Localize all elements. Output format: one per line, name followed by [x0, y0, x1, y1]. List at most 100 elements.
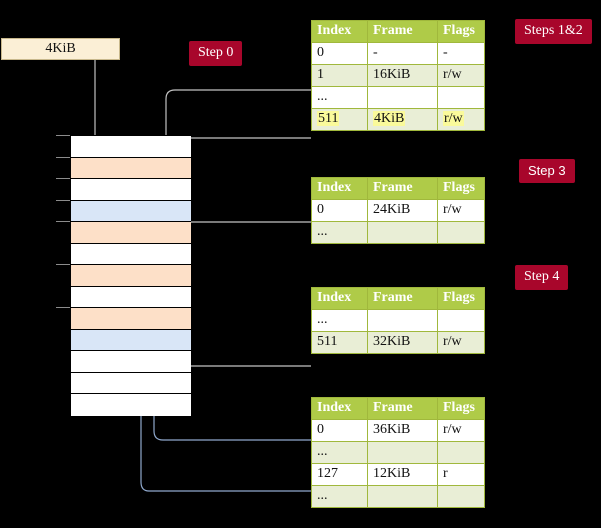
- cell-frame: 24KiB: [367, 199, 438, 222]
- cell-index: ...: [311, 441, 368, 464]
- cell-frame: [367, 309, 438, 332]
- cell-frame: 36KiB: [367, 419, 438, 442]
- badge-step-0: Step 0: [189, 41, 243, 66]
- table-row: ...: [311, 86, 485, 109]
- column-header-flags: Flags: [437, 177, 485, 200]
- memory-frame-row: [71, 157, 191, 180]
- column-header-flags: Flags: [437, 287, 485, 310]
- memory-frame-row: [71, 136, 191, 158]
- badge-step-4-label: Step 4: [524, 269, 560, 284]
- cell-flags: [437, 309, 485, 332]
- cell-flags: r/w: [437, 64, 485, 87]
- cell-frame: 32KiB: [367, 331, 438, 354]
- memory-row-tick: [56, 221, 70, 223]
- column-header-frame: Frame: [367, 397, 438, 420]
- memory-frame-row: [71, 286, 191, 309]
- badge-step-3: Step 3: [519, 159, 575, 183]
- table-row: 511 4KiB r/w: [311, 108, 485, 131]
- cell-flags: [437, 221, 485, 244]
- badge-step-0-label: Step 0: [198, 45, 234, 60]
- cell-flags: [437, 86, 485, 109]
- cell-frame: 12KiB: [367, 463, 438, 486]
- cell-index: ...: [311, 221, 368, 244]
- cell-frame: [367, 221, 438, 244]
- column-header-frame: Frame: [367, 20, 438, 43]
- highlighted-value: 4KiB: [373, 111, 406, 126]
- cell-flags: r/w: [437, 419, 485, 442]
- cell-index: ...: [311, 309, 368, 332]
- cell-frame: 16KiB: [367, 64, 438, 87]
- memory-frame-row: [71, 222, 191, 244]
- link-pd-entry-to-pt-frame: [172, 314, 311, 367]
- memory-frame-row: [71, 372, 191, 395]
- column-header-flags: Flags: [437, 20, 485, 43]
- column-header-flags: Flags: [437, 397, 485, 420]
- memory-frame-row: [71, 200, 191, 223]
- column-header-frame: Frame: [367, 177, 438, 200]
- cell-flags: r/w: [437, 199, 485, 222]
- cell-flags: r/w: [437, 108, 485, 131]
- table-row: ...: [311, 221, 485, 244]
- cell-index: 0: [311, 42, 368, 65]
- memory-frame-row: [71, 243, 191, 266]
- cell-flags: [437, 485, 485, 508]
- source-frame-box: 4KiB: [1, 38, 120, 60]
- column-header-index: Index: [311, 397, 368, 420]
- cell-index: 0: [311, 199, 368, 222]
- table-row: ...: [311, 441, 485, 464]
- link-pdpt-entry-to-pd-frame: [175, 221, 311, 262]
- table-row: ...: [311, 485, 485, 508]
- cell-index: ...: [311, 86, 368, 109]
- badge-step-3-label: Step 3: [528, 163, 566, 178]
- table-row: 0--: [311, 42, 485, 65]
- cell-index: ...: [311, 485, 368, 508]
- cell-frame: [367, 485, 438, 508]
- badge-steps-1-2-label: Steps 1&2: [524, 23, 583, 38]
- memory-frame-row: [71, 179, 191, 201]
- cell-index: 1: [311, 64, 368, 87]
- physical-memory-column: [70, 135, 191, 416]
- cell-index: 0: [311, 419, 368, 442]
- memory-row-tick: [56, 264, 70, 266]
- column-header-index: Index: [311, 20, 368, 43]
- cell-frame: 4KiB: [367, 108, 438, 131]
- memory-frame-row: [71, 351, 191, 373]
- cell-index: 511: [311, 108, 368, 131]
- column-header-frame: Frame: [367, 287, 438, 310]
- table-row: ...: [311, 309, 485, 332]
- highlighted-value: r/w: [443, 111, 464, 126]
- cell-frame: [367, 86, 438, 109]
- memory-row-tick: [56, 156, 70, 158]
- memory-row-tick: [56, 178, 70, 180]
- cell-frame: -: [367, 42, 438, 65]
- memory-row-tick: [56, 199, 70, 201]
- cell-flags: r: [437, 463, 485, 486]
- memory-frame-row: [71, 394, 191, 416]
- memory-row-tick: [56, 307, 70, 309]
- memory-frame-row: [71, 308, 191, 330]
- column-header-index: Index: [311, 177, 368, 200]
- cell-flags: [437, 441, 485, 464]
- memory-frame-row: [71, 329, 191, 352]
- source-frame-label: 4KiB: [45, 41, 76, 56]
- memory-row-tick: [56, 135, 70, 136]
- cell-frame: [367, 441, 438, 464]
- memory-frame-row: [71, 265, 191, 287]
- cell-flags: r/w: [437, 331, 485, 354]
- column-header-index: Index: [311, 287, 368, 310]
- cell-index: 511: [311, 331, 368, 354]
